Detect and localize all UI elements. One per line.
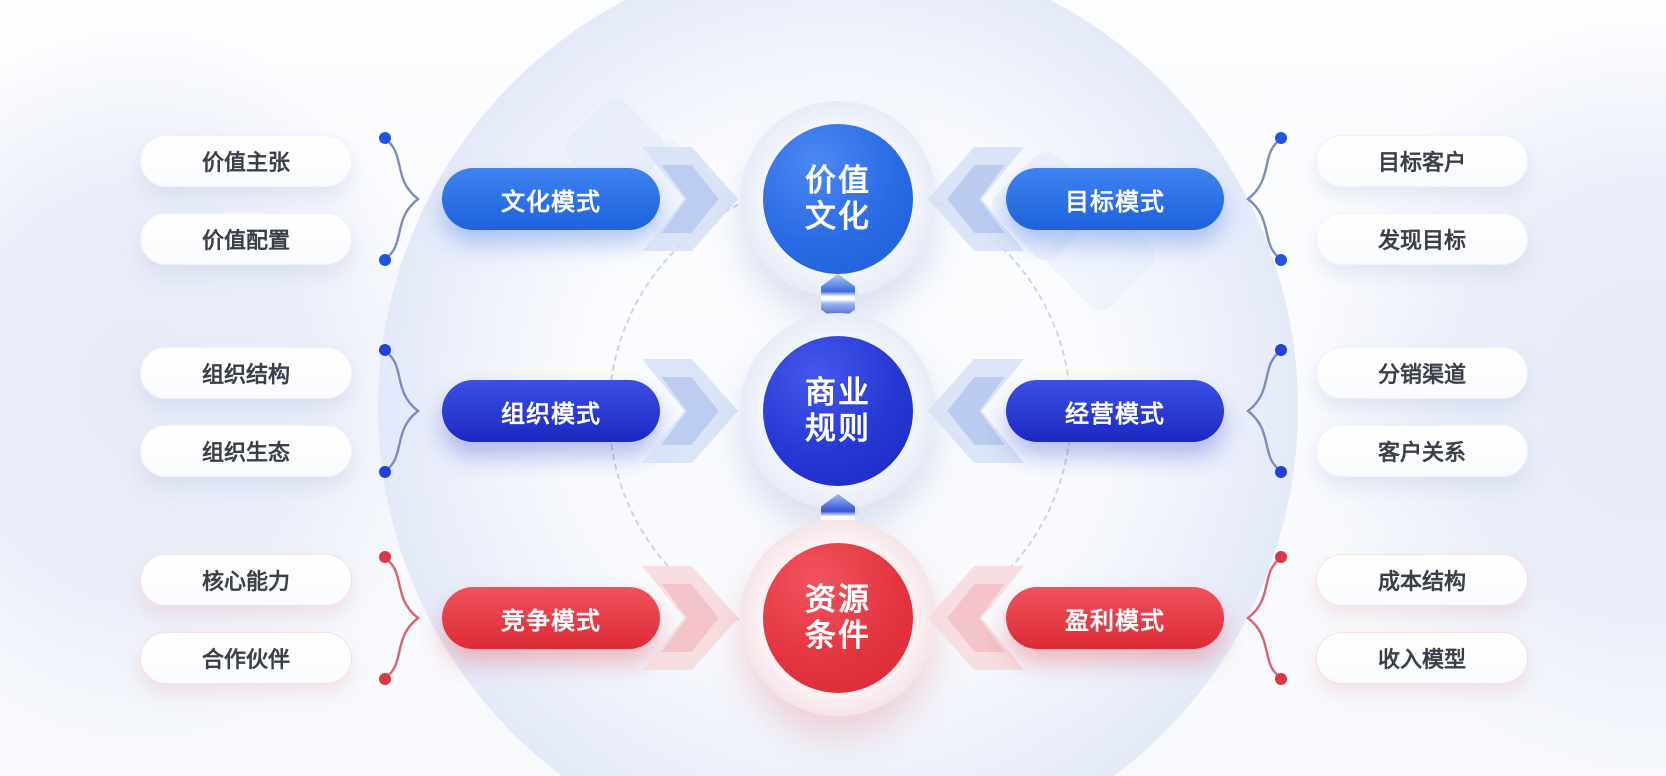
- circle-label-line: 价值: [805, 163, 871, 199]
- circle-label-line: 条件: [805, 618, 871, 653]
- item-pill-cost-structure: 成本结构: [1316, 554, 1528, 606]
- chevron-toward-center-icon: [642, 566, 738, 670]
- circle-label-line: 商业: [805, 375, 871, 411]
- item-pill-customer-relations: 客户关系: [1316, 425, 1528, 477]
- center-node-business-rules: 商业 规则: [740, 313, 936, 509]
- brace-connector-icon: [1246, 551, 1287, 685]
- item-pill-core-competence: 核心能力: [140, 554, 352, 606]
- chevron-toward-center-icon: [642, 359, 738, 463]
- model-pill-competition: 竞争模式: [442, 587, 660, 649]
- model-pill-target: 目标模式: [1006, 168, 1224, 230]
- center-node-resource-conditions: 资源 条件: [740, 520, 936, 716]
- circle-label-line: 资源: [805, 582, 871, 618]
- brace-connector-icon: [379, 344, 420, 478]
- brace-connector-icon: [1246, 344, 1287, 478]
- item-pill-target-customers: 目标客户: [1316, 135, 1528, 187]
- item-pill-value-configuration: 价值配置: [140, 213, 352, 265]
- item-pill-partners: 合作伙伴: [140, 632, 352, 684]
- item-pill-org-ecology: 组织生态: [140, 425, 352, 477]
- item-pill-distribution-channels: 分销渠道: [1316, 347, 1528, 399]
- item-pill-revenue-model: 收入模型: [1316, 632, 1528, 684]
- model-pill-organization: 组织模式: [442, 380, 660, 442]
- circle-label-line: 规则: [805, 411, 871, 446]
- item-pill-value-proposition: 价值主张: [140, 135, 352, 187]
- model-pill-operation: 经营模式: [1006, 380, 1224, 442]
- model-pill-culture: 文化模式: [442, 168, 660, 230]
- brace-connector-icon: [379, 551, 420, 685]
- center-node-value-culture: 价值 文化: [740, 101, 936, 297]
- chevron-toward-center-icon: [642, 147, 738, 251]
- item-pill-discover-targets: 发现目标: [1316, 213, 1528, 265]
- model-pill-profit: 盈利模式: [1006, 587, 1224, 649]
- brace-connector-icon: [1246, 132, 1287, 266]
- circle-label-line: 文化: [805, 199, 871, 234]
- brace-connector-icon: [379, 132, 420, 266]
- item-pill-org-structure: 组织结构: [140, 347, 352, 399]
